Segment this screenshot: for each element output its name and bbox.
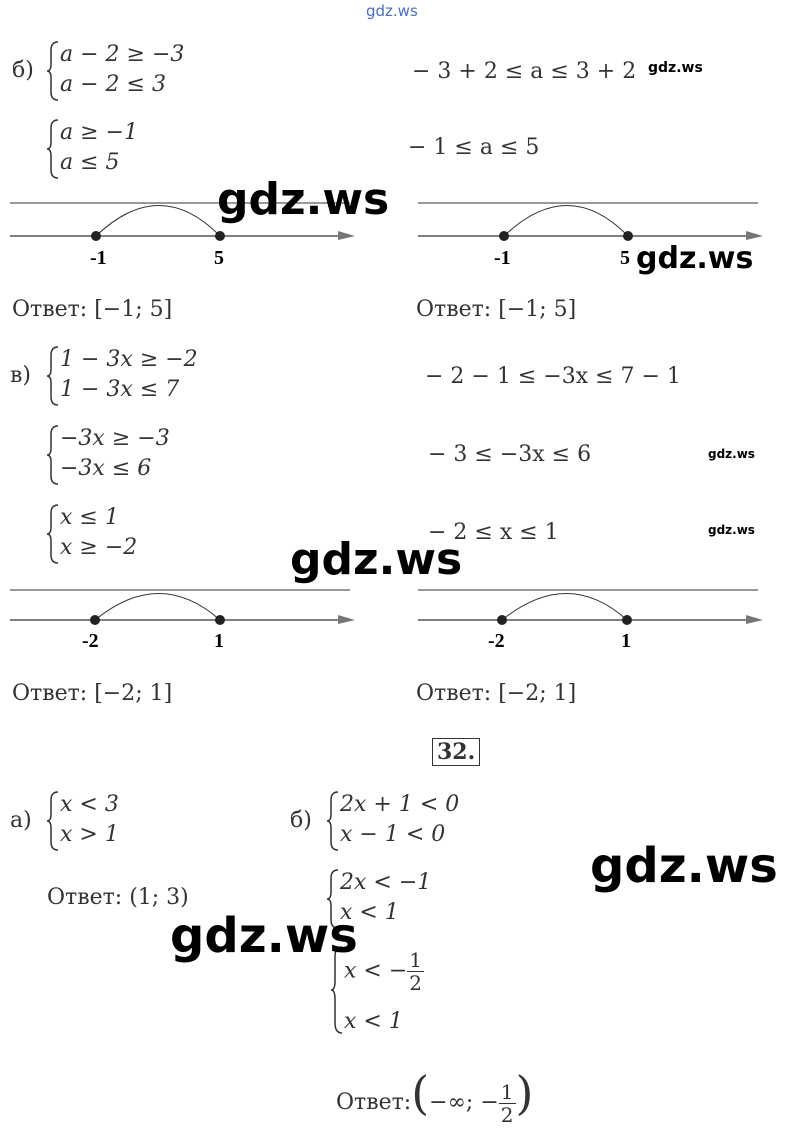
- top-watermark: gdz.ws: [366, 2, 418, 20]
- double-ineq-v-2: − 3 ≤ −3x ≤ 6: [428, 442, 592, 467]
- part-v-label: в): [10, 363, 31, 388]
- point-label: 5: [214, 247, 224, 269]
- p32-a-label: а): [10, 808, 32, 833]
- brace-icon: [46, 425, 59, 485]
- double-ineq-v-1: − 2 − 1 ≤ −3x ≤ 7 − 1: [425, 364, 681, 389]
- answer-b-right: Ответ: [−1; 5]: [416, 297, 577, 322]
- ineq-prefix: x < −: [344, 958, 408, 984]
- watermark: gdz.ws: [217, 174, 390, 225]
- watermark: gdz.ws: [708, 523, 755, 537]
- watermark: gdz.ws: [170, 908, 358, 964]
- point-label: 1: [621, 630, 631, 652]
- brace-icon: [326, 869, 339, 929]
- number-line-v-right: -2 1: [418, 589, 763, 652]
- point-label: -2: [488, 630, 505, 652]
- double-ineq-b-2: − 1 ≤ a ≤ 5: [408, 135, 540, 160]
- answer-b-left: Ответ: [−1; 5]: [12, 297, 173, 322]
- point-label: 1: [214, 630, 224, 652]
- number-line-v-left: -2 1: [10, 589, 355, 652]
- brace-icon: [330, 946, 343, 1034]
- p32-b-label: б): [290, 808, 312, 833]
- watermark: gdz.ws: [708, 447, 755, 461]
- watermark: gdz.ws: [590, 838, 778, 894]
- brace-icon: [46, 791, 59, 851]
- brace-icon: [46, 41, 59, 101]
- problem-number: 32.: [432, 738, 481, 766]
- part-b-label: б): [12, 58, 34, 83]
- double-ineq-b-1: − 3 + 2 ≤ a ≤ 3 + 2: [412, 59, 637, 84]
- brace-icon: [46, 504, 59, 564]
- brace-icon: [46, 119, 59, 179]
- brace-icon: [46, 346, 59, 406]
- watermark: gdz.ws: [648, 60, 703, 76]
- point-label: -1: [90, 247, 107, 269]
- point-label: -1: [494, 247, 511, 269]
- double-ineq-v-3: − 2 ≤ x ≤ 1: [428, 520, 559, 545]
- point-label: -2: [82, 630, 99, 652]
- number-line-b-left: -1 5: [10, 202, 355, 269]
- watermark: gdz.ws: [636, 241, 754, 276]
- answer-32a: Ответ: (1; 3): [47, 885, 189, 910]
- watermark: gdz.ws: [290, 534, 463, 585]
- number-line-b-right: -1 5: [418, 202, 763, 269]
- point-label: 5: [620, 247, 630, 269]
- answer-v-right: Ответ: [−2; 1]: [416, 681, 577, 706]
- brace-icon: [326, 791, 339, 851]
- answer-v-left: Ответ: [−2; 1]: [12, 681, 173, 706]
